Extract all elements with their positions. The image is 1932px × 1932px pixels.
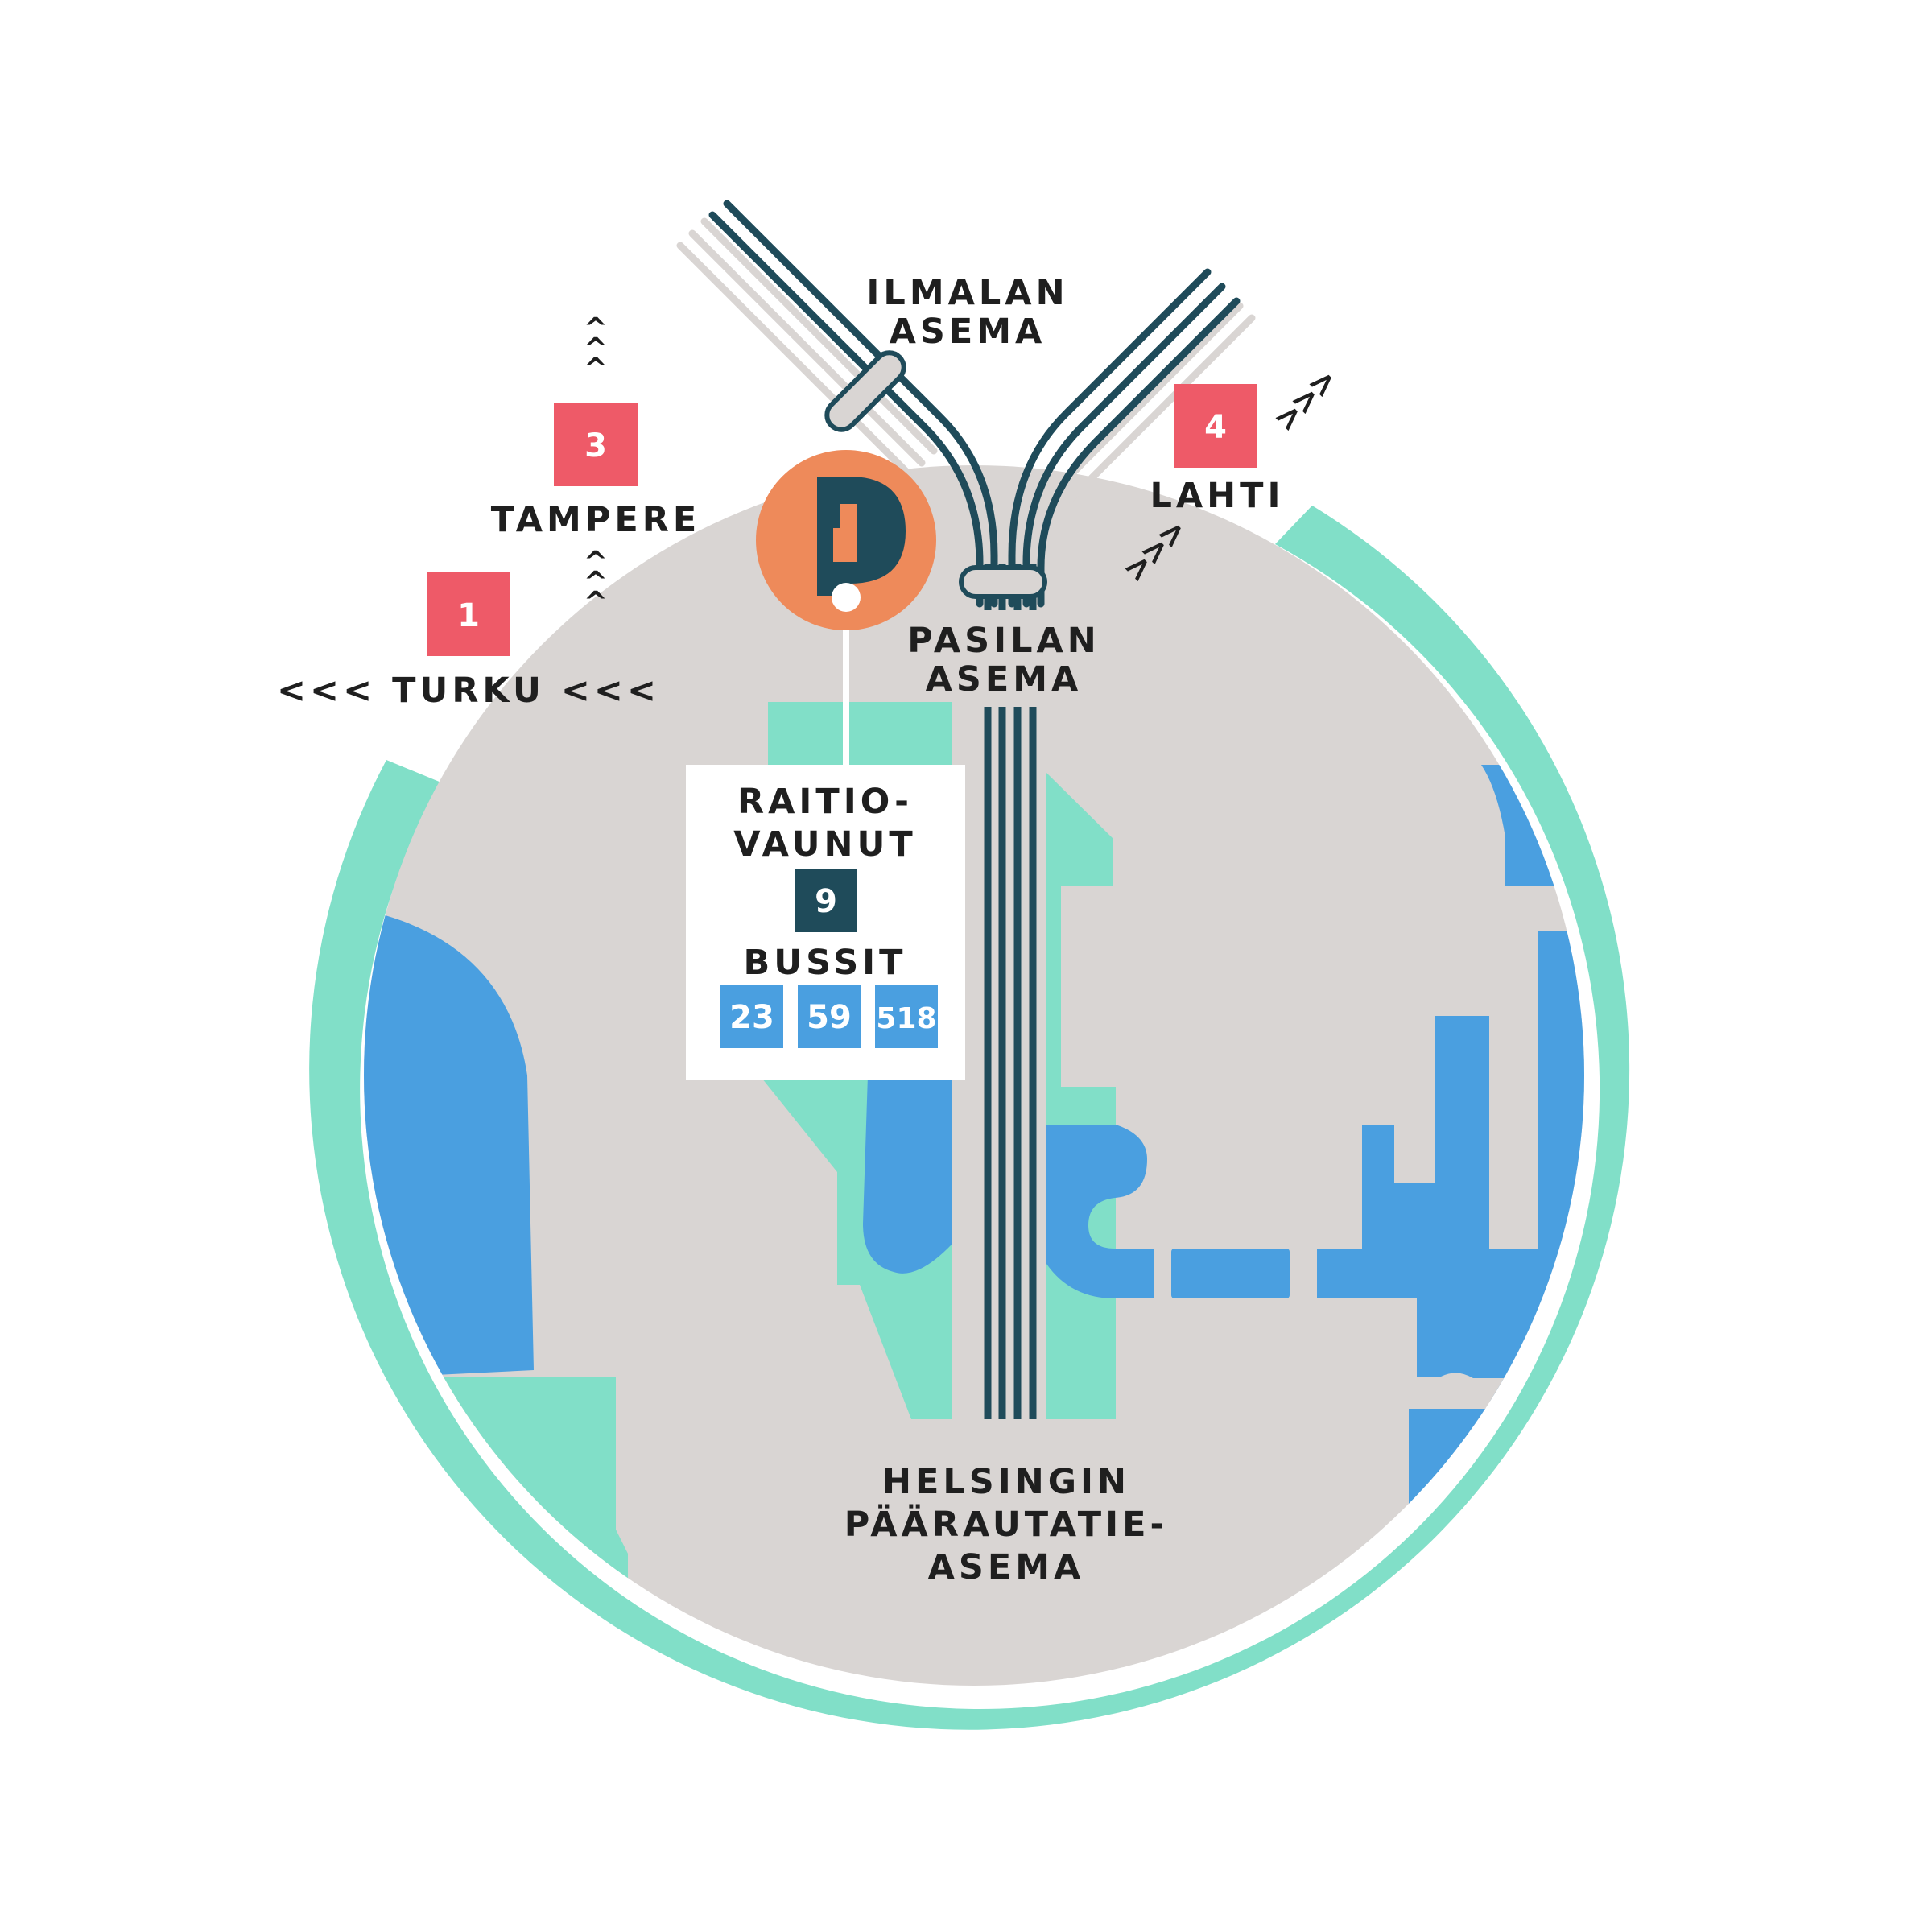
station-helsinki: HELSINGIN PÄÄRAUTATIE- ASEMA — [844, 1462, 1169, 1587]
bus-badges: 23 59 518 — [720, 985, 938, 1048]
turku-label: <<< TURKU <<< — [277, 671, 660, 711]
transit-card: RAITIO- VAUNUT 9 BUSSIT 23 59 518 — [686, 765, 965, 1080]
water-central — [863, 1075, 952, 1274]
ilmala-label-line2: ASEMA — [890, 312, 1046, 352]
pasila-label-line2: ASEMA — [926, 659, 1083, 700]
water-canal-2 — [1317, 1016, 1584, 1401]
tram-line-number: 9 — [815, 883, 837, 920]
turku-number: 1 — [457, 597, 480, 634]
bus-badge — [875, 985, 938, 1048]
tram-badges: 9 — [795, 869, 857, 932]
helsinki-label-line3: ASEMA — [928, 1547, 1085, 1587]
bus-title: BUSSIT — [743, 943, 906, 983]
station-pasila: PASILAN ASEMA — [907, 621, 1100, 700]
park-west — [364, 1377, 628, 1686]
turku-badge — [427, 572, 510, 656]
track-west-branch — [708, 200, 998, 608]
bus-line-number: 23 — [729, 999, 774, 1036]
bus-badge — [720, 985, 783, 1048]
water-east-bay — [1046, 1125, 1154, 1298]
direction-arrow-icon: ^ — [584, 312, 608, 345]
station-ilmala: ILMALAN ASEMA — [866, 273, 1068, 352]
pasila-label-line1: PASILAN — [907, 621, 1100, 661]
tram-title-line2: VAUNUT — [733, 824, 916, 865]
track-light-west — [676, 217, 938, 479]
parking-icon — [817, 477, 906, 596]
trunk-gap — [970, 610, 1051, 707]
direction-arrow-icon: ^ — [584, 332, 608, 365]
ilmala-label-line1: ILMALAN — [866, 273, 1068, 313]
lahti-arrows-top: >>> — [1266, 361, 1345, 440]
track-light-east — [1055, 302, 1256, 503]
park-east — [1046, 773, 1116, 1419]
lahti-label: LAHTI — [1150, 476, 1285, 516]
direction-tampere: ^^^ 3 TAMPERE ^^^ — [491, 312, 700, 619]
tampere-number: 3 — [584, 427, 607, 464]
bus-badge — [798, 985, 861, 1048]
track-east-branch — [1008, 268, 1241, 608]
land-area — [364, 465, 1584, 1686]
tampere-arrows-top: ^^^ — [584, 312, 608, 386]
ilmala-platform — [824, 350, 906, 432]
direction-arrow-icon: ^ — [584, 353, 608, 386]
bus-line-number: 59 — [807, 999, 852, 1036]
bus-line-number: 518 — [876, 1002, 936, 1035]
tram-title-line1: RAITIO- — [737, 782, 913, 822]
helsinki-label-line1: HELSINGIN — [882, 1462, 1130, 1502]
railway — [676, 200, 1256, 1419]
tampere-badge — [554, 402, 638, 486]
lahti-number: 4 — [1204, 409, 1227, 446]
direction-arrow-icon: ^ — [584, 566, 608, 599]
tram-badge — [795, 869, 857, 932]
track-trunk — [984, 604, 1037, 1419]
parking-connector-dot — [832, 583, 861, 612]
direction-arrow-icon: ^ — [584, 546, 608, 579]
direction-turku: 1 <<< TURKU <<< — [277, 572, 660, 711]
direction-arrow-icon: ^ — [584, 586, 608, 619]
tampere-arrows-bottom: ^^^ — [584, 546, 608, 619]
tampere-label: TAMPERE — [491, 500, 700, 540]
parking — [756, 450, 936, 765]
lahti-badge — [1174, 384, 1257, 468]
helsinki-label-line2: PÄÄRAUTATIE- — [844, 1504, 1169, 1545]
water-southeast-cut — [1409, 1373, 1584, 1409]
pasila-platform — [959, 565, 1047, 599]
water-canal-1 — [1171, 1249, 1290, 1298]
